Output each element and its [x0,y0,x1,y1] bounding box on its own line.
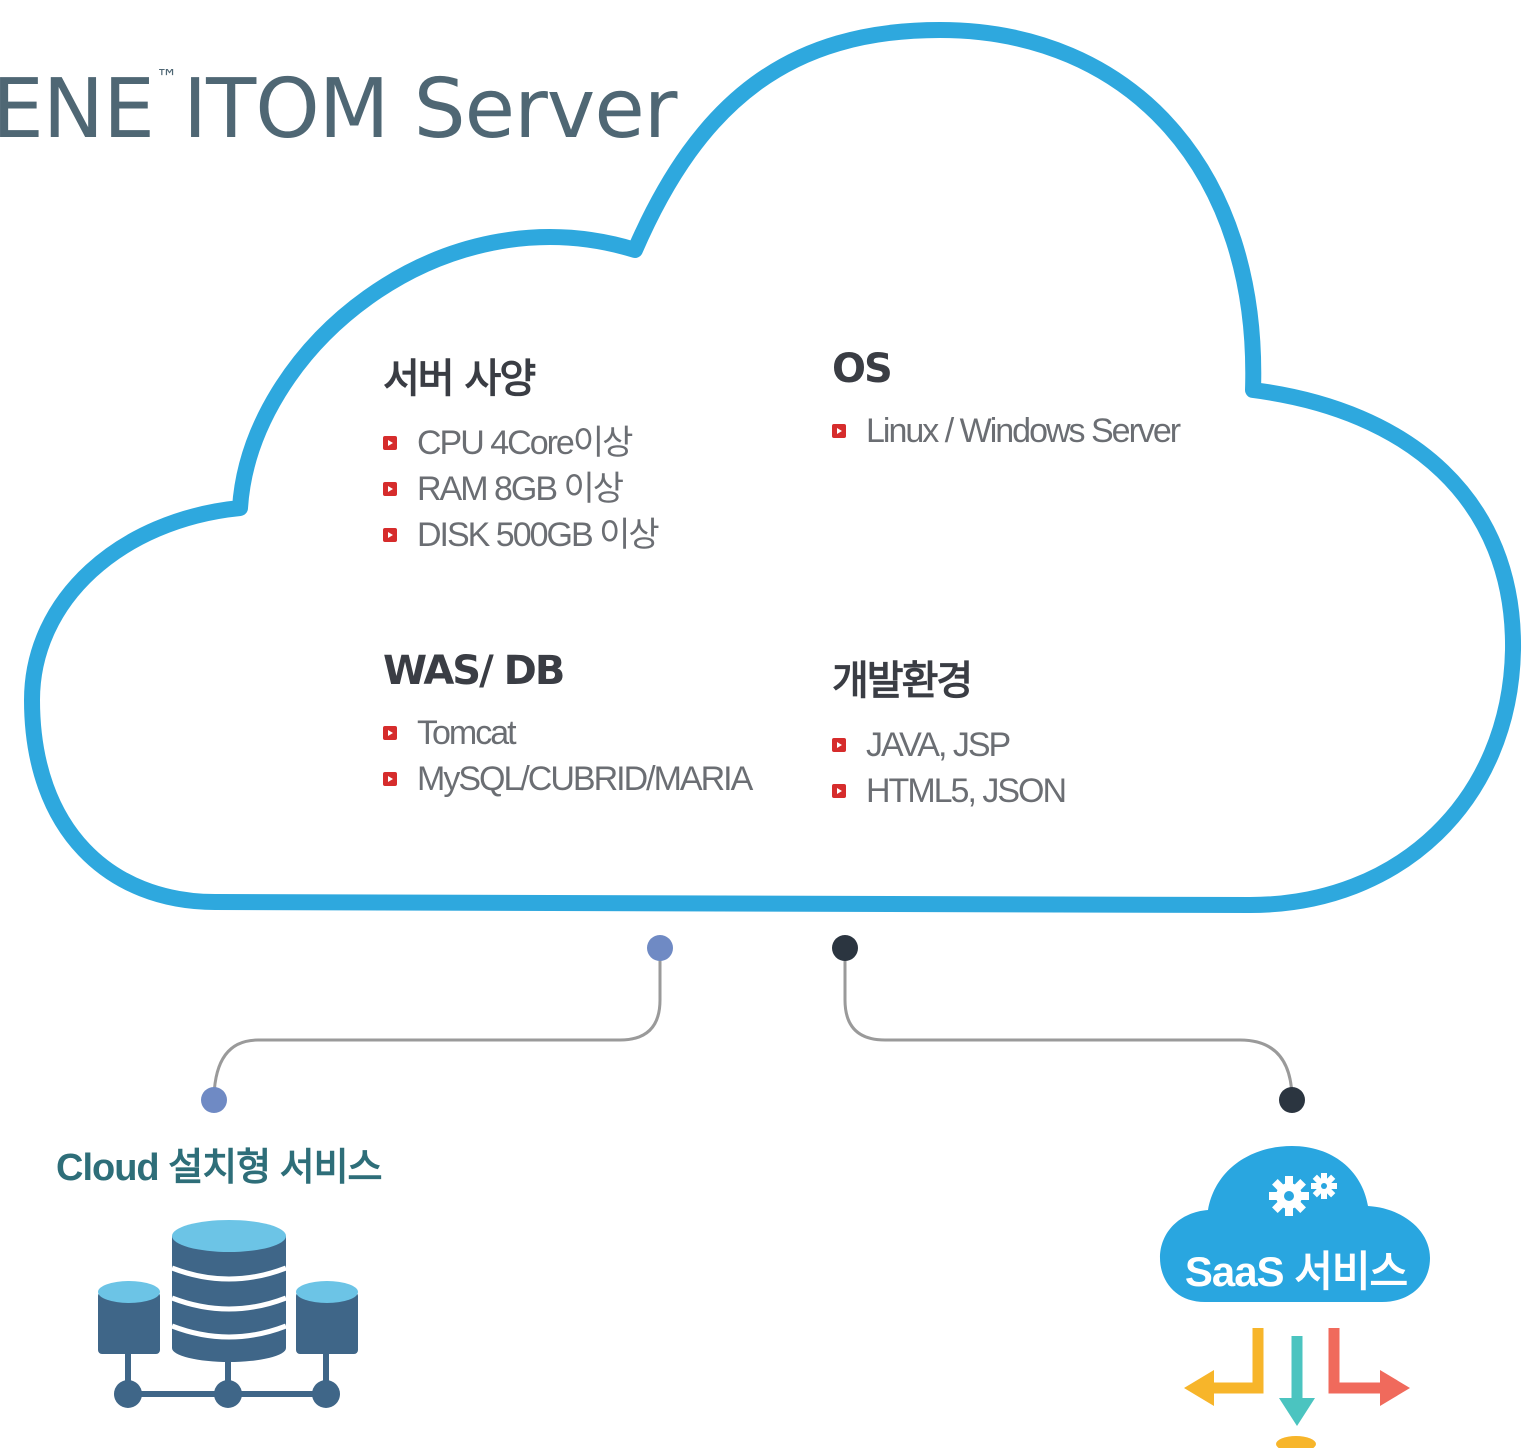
bullet-arrow-icon [383,726,397,740]
title-prefix: ENE [0,62,155,157]
section-heading: 서버 사양 [383,356,536,402]
main-cloud-outline [24,22,1522,913]
section-heading: WAS/ DB [383,648,565,694]
left-connector-bottom-dot [201,1087,227,1113]
list-item: RAM 8GB 이상 [383,466,658,512]
saas-service-label: SaaS 서비스 [1184,1248,1408,1295]
bullet-arrow-icon [383,528,397,542]
list-item: DISK 500GB 이상 [383,512,660,558]
right-connector-top-dot [832,935,858,961]
gears-icon [1269,1173,1337,1216]
title-main: ITOM Server [182,62,678,157]
bullet-arrow-icon [383,772,397,786]
bullet-arrow-icon [832,738,846,752]
section-heading: 개발환경 [832,658,973,704]
page-title: ENE™ITOM Server [0,62,678,157]
list-item-text: Linux / Windows Server [866,412,1181,450]
list-item: HTML5, JSON [832,768,1067,814]
right-connector-bottom-dot [1279,1087,1305,1113]
storage-icon-partial [1276,1436,1316,1448]
section-os: OS Linux / Windows Server [832,346,1181,454]
cloud-install-service-label: Cloud 설치형 서비스 [56,1147,383,1189]
list-item: JAVA, JSP [832,722,1065,768]
list-item: Tomcat [383,710,751,756]
list-item-text: JAVA, JSP [866,726,1011,764]
down-arrow-icon [1279,1336,1315,1426]
list-item-text: CPU 4Core이상 [417,424,633,462]
left-connector-line [212,950,662,1097]
list-item: Linux / Windows Server [832,408,1181,454]
right-arrow-icon [1328,1328,1410,1406]
section-dev-environment: 개발환경 JAVA, JSP HTML5, JSON [832,648,1067,814]
database-cluster-icon [98,1220,358,1408]
section-heading: OS [832,346,893,392]
right-connector-line [843,950,1294,1097]
bullet-arrow-icon [832,784,846,798]
saas-cloud-shape [1160,1146,1430,1302]
bullet-arrow-icon [383,482,397,496]
list-item: CPU 4Core이상 [383,420,658,466]
list-item-text: DISK 500GB 이상 [417,516,660,554]
left-arrow-icon [1184,1328,1264,1406]
list-item-text: RAM 8GB 이상 [417,470,624,508]
section-server-spec: 서버 사양 CPU 4Core이상 RAM 8GB 이상 DISK 500GB … [383,346,660,558]
bullet-arrow-icon [383,436,397,450]
list-item-text: MySQL/CUBRID/MARIA [417,760,753,798]
list-item-text: HTML5, JSON [866,772,1067,810]
trademark-mark: ™ [155,66,178,91]
list-item-text: Tomcat [417,714,517,752]
bullet-arrow-icon [832,424,846,438]
left-connector-top-dot [647,935,673,961]
list-item: MySQL/CUBRID/MARIA [383,756,753,802]
section-was-db: WAS/ DB Tomcat MySQL/CUBRID/MARIA [383,648,753,802]
